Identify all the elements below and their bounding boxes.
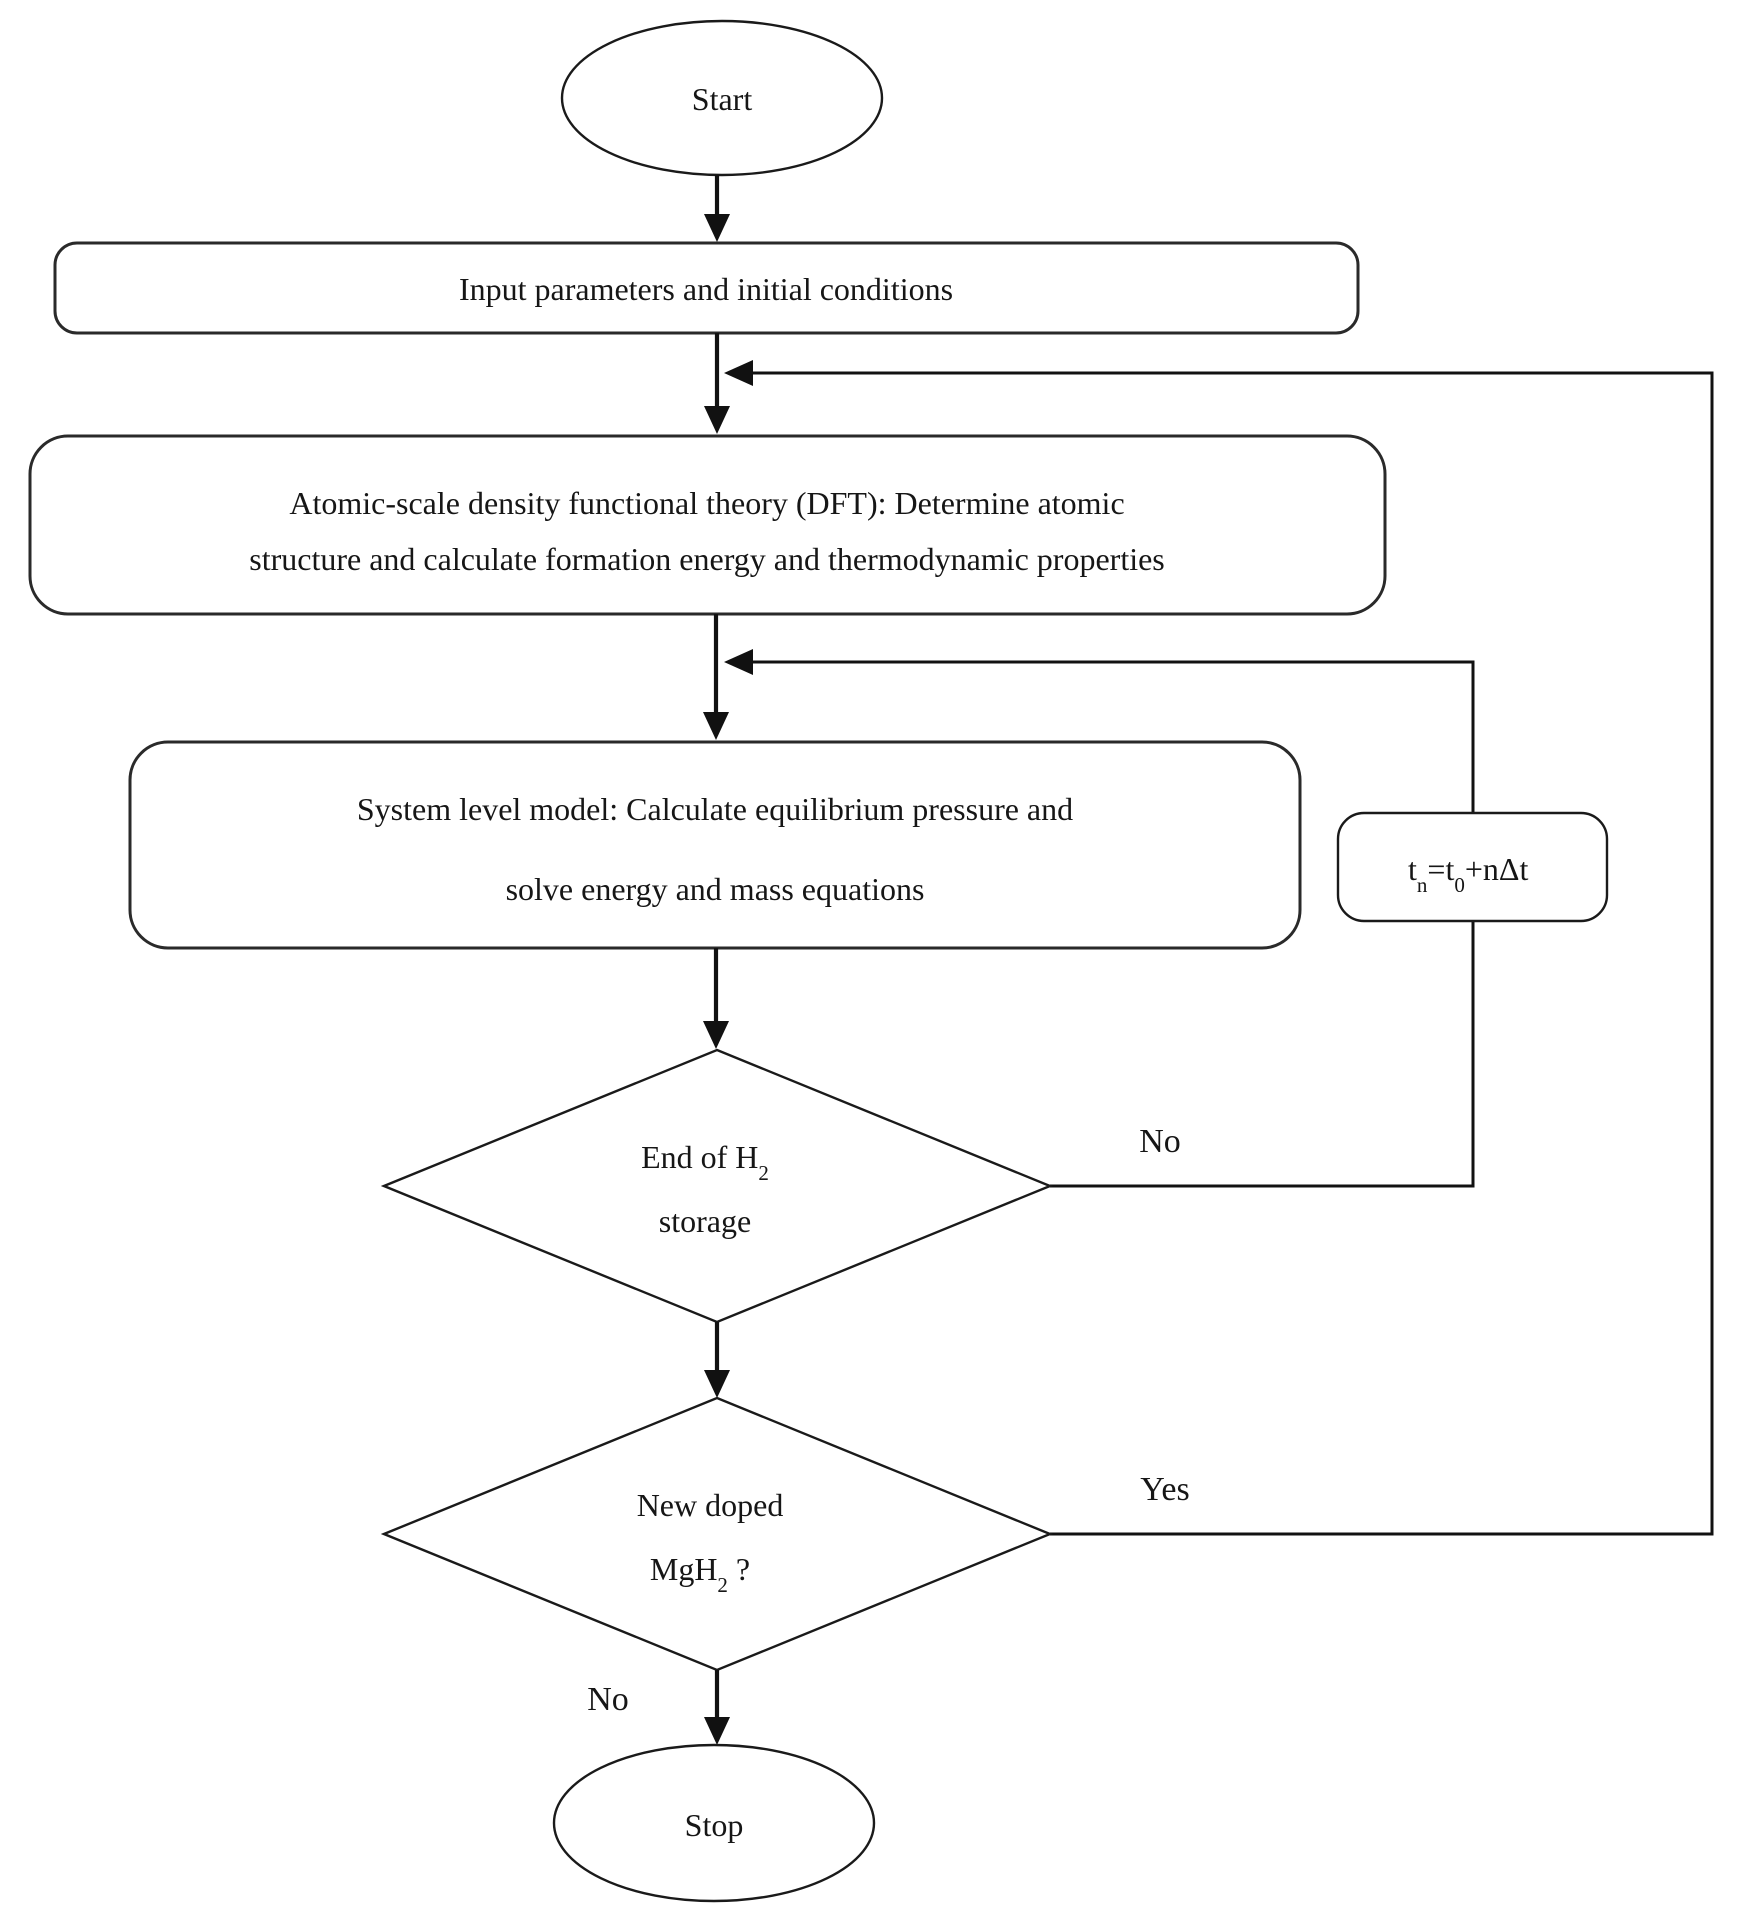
decision-new-doped-diamond: [380, 1396, 1054, 1672]
arrowhead-down-into-system: [703, 712, 729, 740]
start-label: Start: [692, 81, 753, 117]
arrowhead-down-into-input: [704, 214, 730, 242]
decision-end-storage-line1: End of H2: [641, 1139, 769, 1185]
stop-label: Stop: [685, 1807, 744, 1843]
system-node: System level model: Calculate equilibriu…: [128, 740, 1302, 950]
edge-label-yes-new-doped: Yes: [1140, 1471, 1189, 1508]
arrow-decision1-to-decision2: [704, 1322, 730, 1398]
decision-new-doped-line1: New doped: [637, 1487, 784, 1523]
time-step-equation: tn=t0+nΔt: [1408, 851, 1528, 897]
input-box: [53, 241, 1360, 335]
input-label: Input parameters and initial conditions: [459, 271, 953, 307]
stop-node: Stop: [552, 1743, 876, 1903]
arrowhead-down-into-dft: [704, 406, 730, 434]
arrowhead-down-into-decision1: [703, 1021, 729, 1049]
edge-label-no-end-storage: No: [1139, 1123, 1181, 1160]
inner-feedback-line: [724, 649, 1475, 1188]
arrow-dft-to-system: [703, 614, 729, 740]
start-node: Start: [560, 19, 884, 177]
system-box: [128, 740, 1302, 950]
time-step-box: [1336, 811, 1609, 923]
time-step-node: tn=t0+nΔt: [1336, 811, 1609, 923]
dft-label-line1: Atomic-scale density functional theory (…: [289, 485, 1124, 521]
decision-new-doped-node: New doped MgH2?: [380, 1396, 1054, 1672]
arrow-start-to-input: [704, 175, 730, 242]
arrowhead-left-into-dft-junction: [724, 360, 753, 386]
arrow-decision2-to-stop: [704, 1670, 730, 1745]
decision-end-storage-diamond: [380, 1048, 1054, 1324]
outer-feedback-path: [752, 371, 1714, 1536]
stop-ellipse: [552, 1743, 876, 1903]
dft-node: Atomic-scale density functional theory (…: [28, 434, 1387, 616]
arrowhead-down-into-stop: [704, 1717, 730, 1745]
system-label-line2: solve energy and mass equations: [506, 871, 925, 907]
arrowhead-left-into-system-junction: [724, 649, 753, 675]
start-ellipse: [560, 19, 884, 177]
decision-end-storage-node: End of H2 storage: [380, 1048, 1054, 1324]
inner-feedback-path: [752, 660, 1475, 1188]
dft-box: [28, 434, 1387, 616]
input-node: Input parameters and initial conditions: [53, 241, 1360, 335]
arrow-system-to-decision1: [703, 948, 729, 1049]
edge-label-no-new-doped: No: [587, 1681, 629, 1718]
outer-feedback-line: [724, 360, 1714, 1536]
arrowhead-down-into-decision2: [704, 1370, 730, 1398]
decision-end-storage-line2: storage: [659, 1203, 751, 1239]
system-label-line1: System level model: Calculate equilibriu…: [357, 791, 1073, 827]
dft-label-line2: structure and calculate formation energy…: [249, 541, 1165, 577]
decision-new-doped-line2: MgH2?: [650, 1551, 750, 1597]
arrow-input-to-dft: [704, 333, 730, 434]
